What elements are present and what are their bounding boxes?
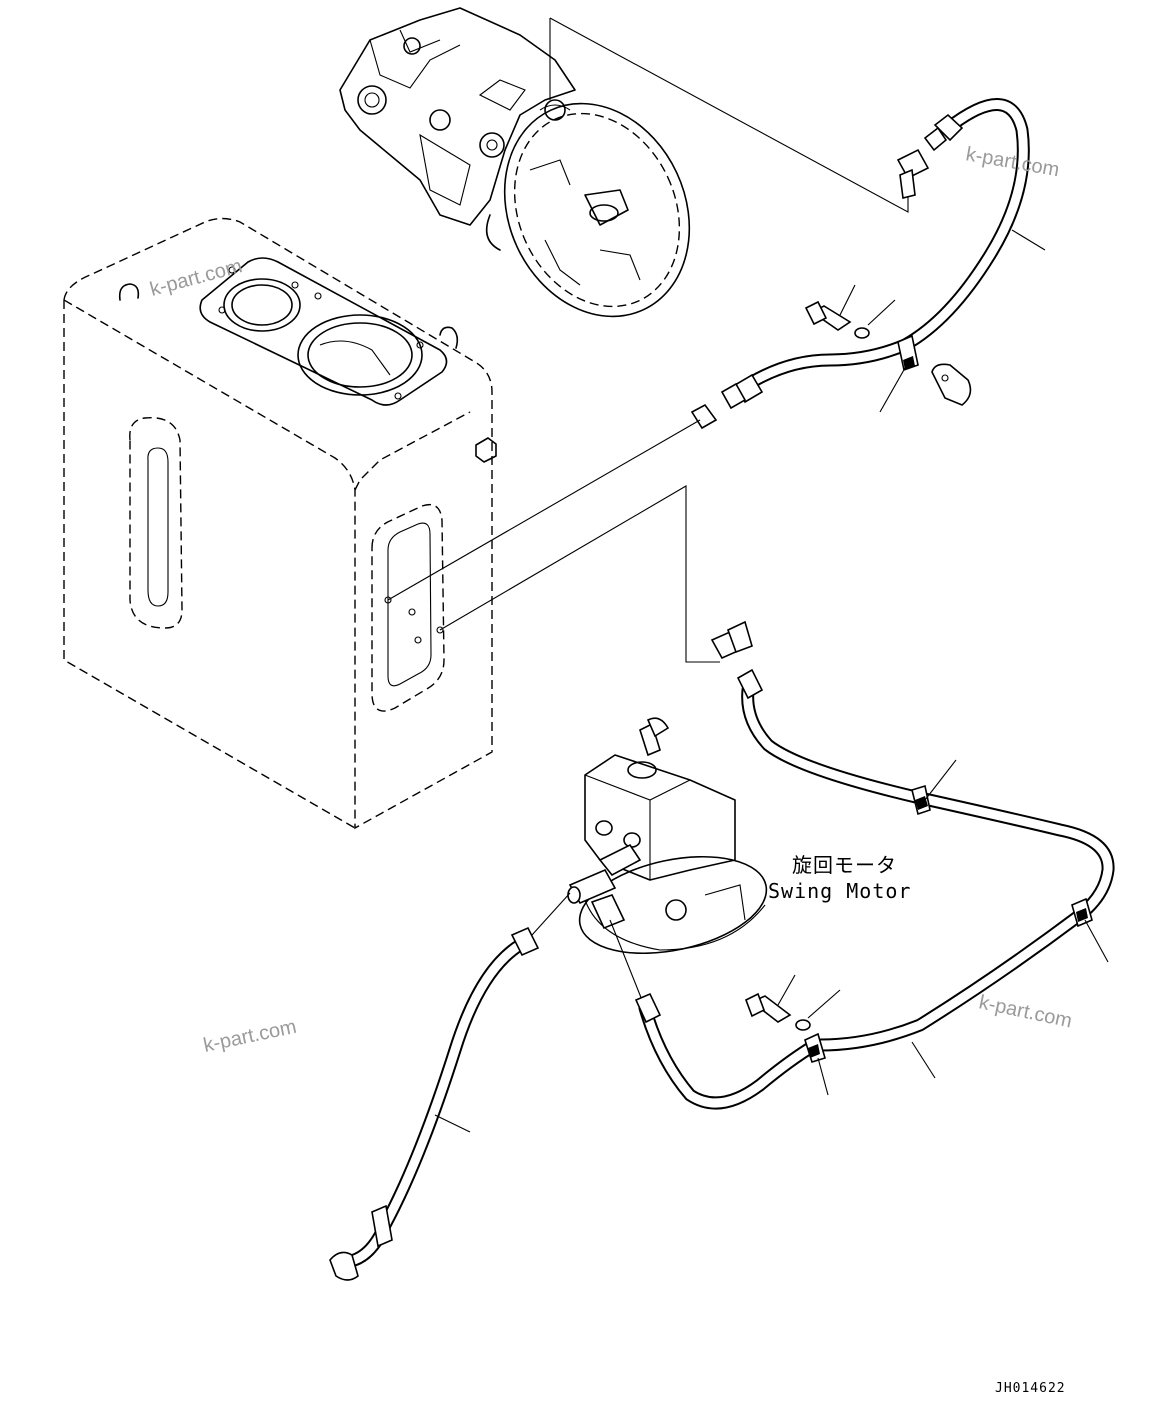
upper-hose — [690, 98, 1046, 430]
watermark-2: k-part.com — [964, 143, 1061, 181]
long-drain-hose — [329, 892, 571, 1281]
swing-motor — [567, 717, 768, 955]
watermark-1: k-part.com — [148, 255, 245, 301]
watermark-3: k-part.com — [201, 1016, 298, 1057]
label-japanese: 旋回モータ — [792, 853, 897, 877]
label-english: Swing Motor — [768, 879, 911, 903]
right-loop-hose — [710, 620, 1115, 1052]
drawing-code: JH014622 — [995, 1381, 1066, 1396]
main-pump — [339, 7, 691, 318]
swing-motor-label: 旋回モータ Swing Motor — [768, 853, 911, 903]
hydraulic-tank — [63, 217, 497, 830]
watermark-4: k-part.com — [977, 991, 1074, 1032]
connection-lines-tank — [387, 419, 720, 663]
connection-lines-upper — [549, 17, 909, 213]
lower-right-hose — [609, 919, 936, 1110]
